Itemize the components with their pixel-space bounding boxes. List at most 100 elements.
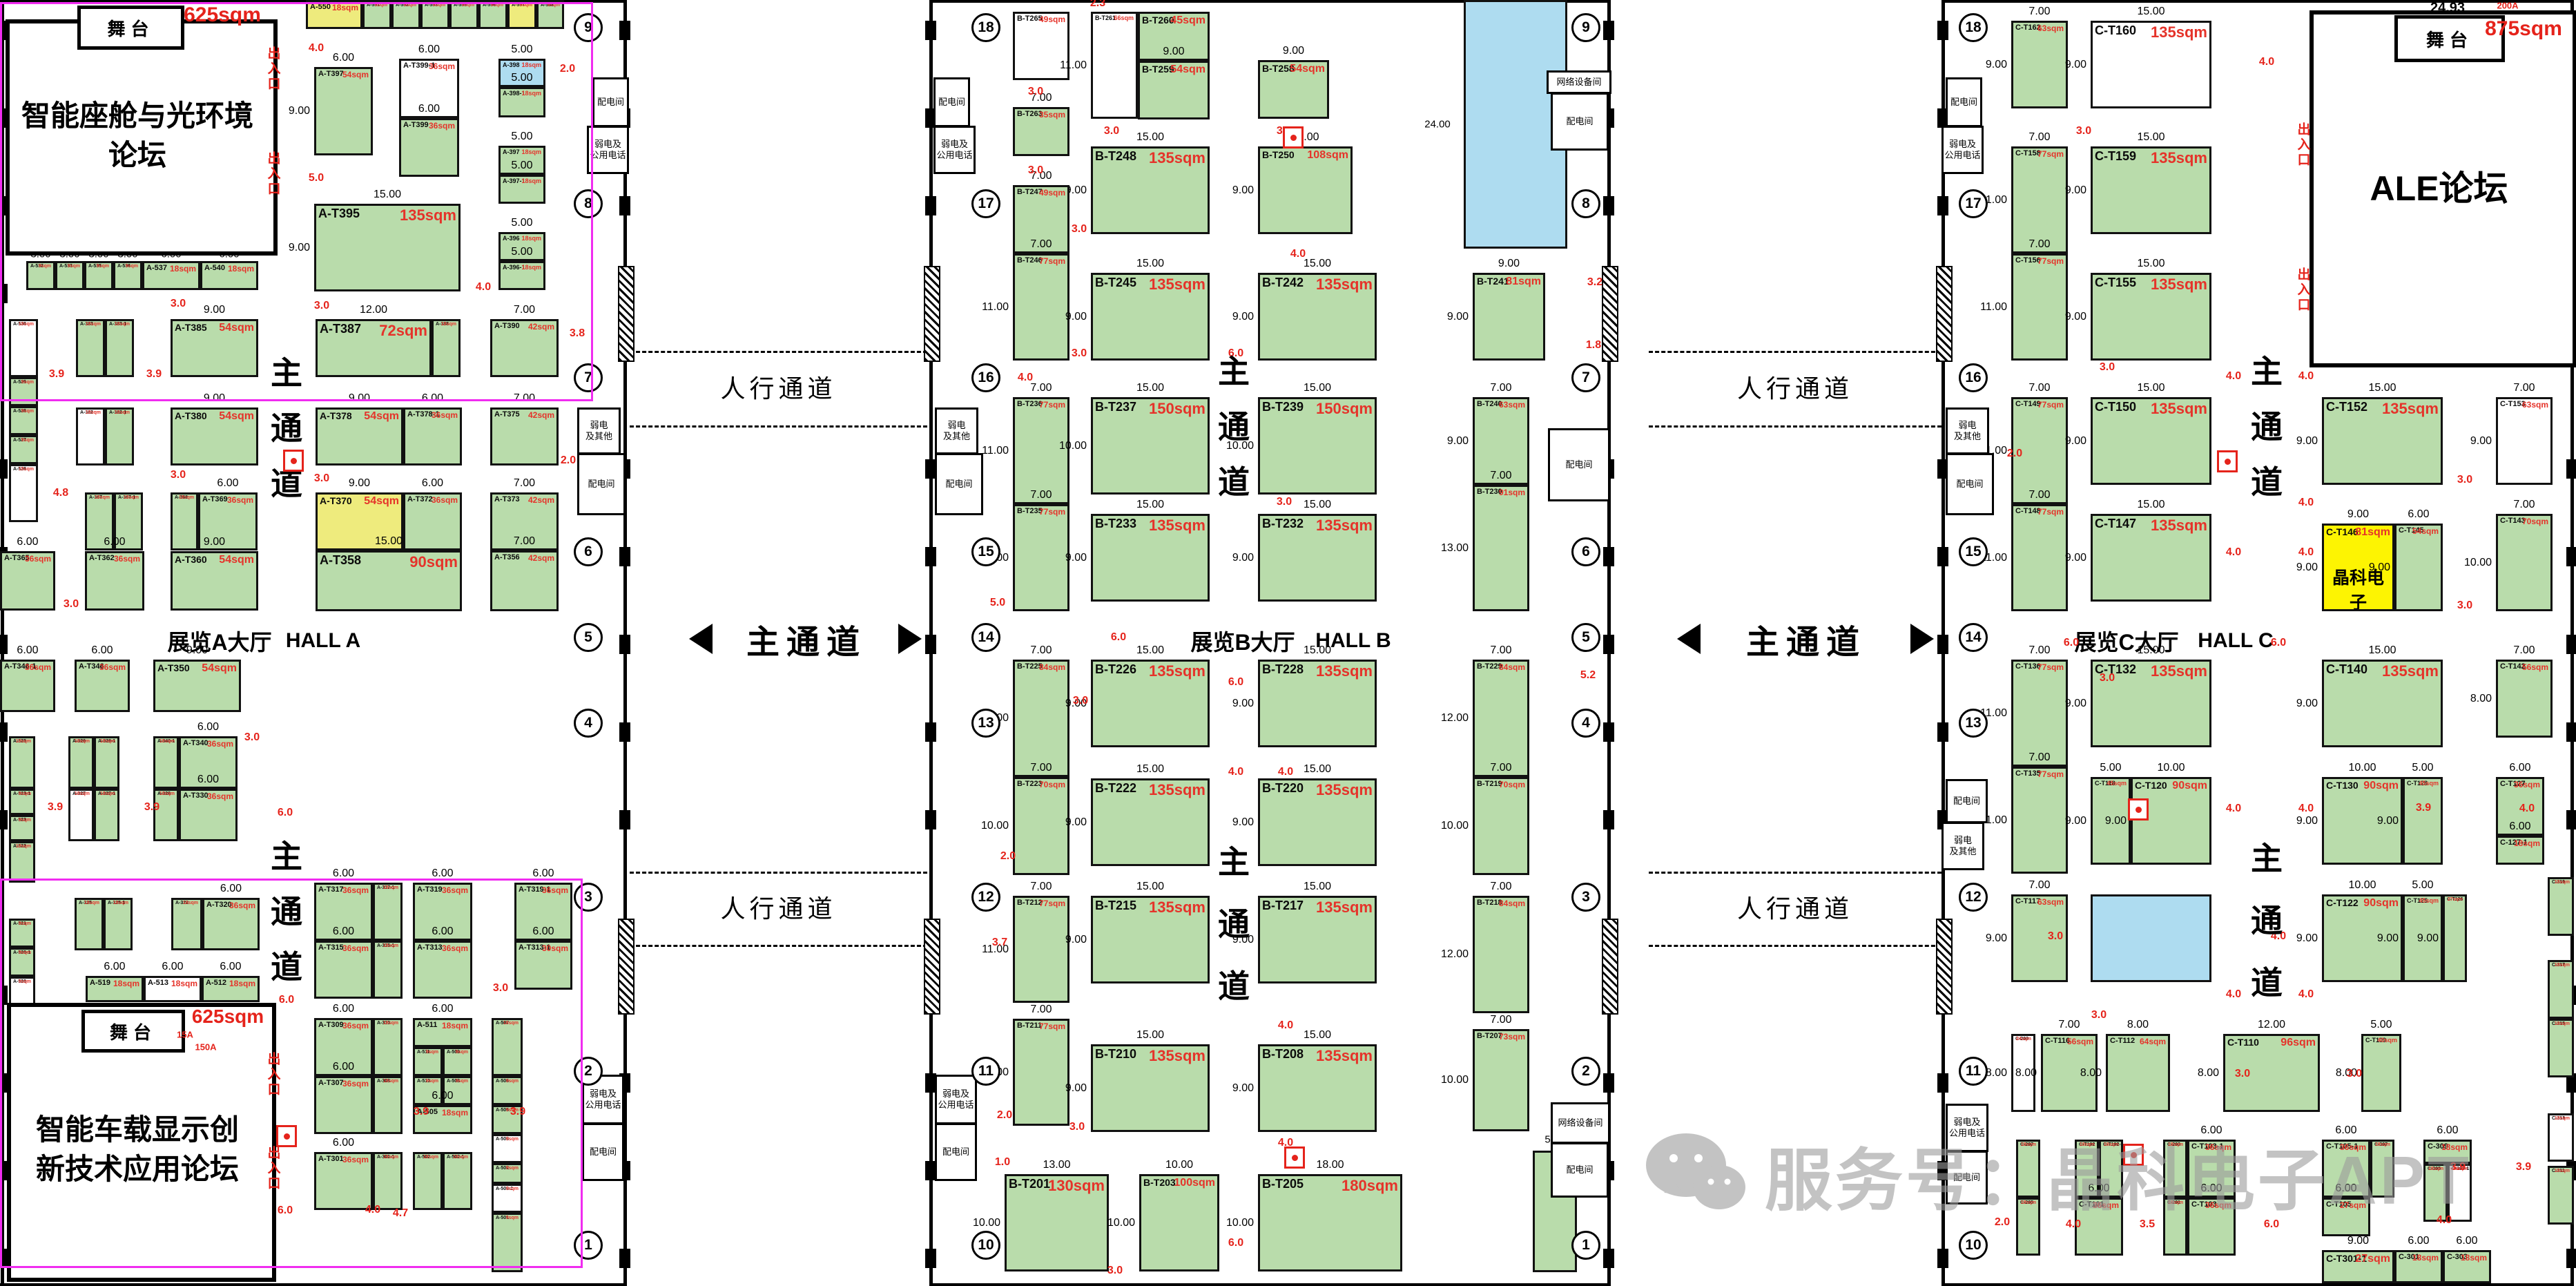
wall-pillar <box>925 459 936 479</box>
dimension-label: 9.00 <box>2470 434 2492 447</box>
dimension-label: 7.00 <box>1490 762 1512 774</box>
aisle-dimension: 4.0 <box>475 281 492 293</box>
dimension-label: 9.00 <box>2104 814 2127 827</box>
booth-id: B-T246 <box>1017 256 1043 265</box>
booth-area: 135sqm <box>1316 276 1373 293</box>
booth-id: A-T390 <box>494 322 520 330</box>
booth-id: B-T265 <box>1017 15 1043 23</box>
main-aisle-vertical-label: 主 <box>271 355 302 391</box>
aisle-dimension: 4.0 <box>2298 546 2314 558</box>
booth-area: 18sqm <box>382 1079 398 1084</box>
dimension-label: 7.00 <box>1030 881 1052 892</box>
booth-area: 150sqm <box>1149 400 1205 417</box>
booth-id: A-512 <box>206 979 226 987</box>
booth-area: 70sqm <box>1498 780 1525 789</box>
booth-id: C-203 <box>2167 1142 2181 1147</box>
booth-area: 54sqm <box>202 662 237 674</box>
booth-area: 135sqm <box>2382 662 2439 680</box>
utility-room: 配电间 <box>1946 779 1988 823</box>
corridor-node-9: 9 <box>574 13 603 42</box>
utility-room: 配电间 <box>592 77 629 127</box>
main-aisle-label: 主通道 <box>1745 624 1867 661</box>
booth-id: A-503 <box>496 1137 510 1142</box>
pedestrian-aisle-line <box>1649 351 1941 353</box>
aisle-dimension: 3.7 <box>991 937 1008 948</box>
booth-id: A-T313 <box>417 943 443 952</box>
booth-area: 42sqm <box>527 553 554 563</box>
pedestrian-aisle-label: 人行通道 <box>1736 374 1854 403</box>
stage: 舞台 <box>2394 15 2505 62</box>
dimension-label: 10.00 <box>1226 1216 1254 1229</box>
booth-area: 18sqm <box>2020 1142 2036 1147</box>
booth <box>2091 894 2211 982</box>
dimension-label: 9.00 <box>1446 434 1469 447</box>
dimension-label: 9.00 <box>2296 814 2318 827</box>
dimension-label: 11.00 <box>982 444 1009 457</box>
wall-pillar <box>619 21 630 40</box>
booth-area: 36sqm <box>342 943 369 953</box>
booth-id: A-328 <box>157 791 171 796</box>
main-aisle-arrow-right <box>898 624 922 654</box>
booth-area: 18sqm <box>441 1108 468 1117</box>
utility-room: 弱电 及其他 <box>577 407 621 454</box>
dimension-label: 8.00 <box>2015 1066 2037 1079</box>
dimension-label: 9.00 <box>1232 697 1254 709</box>
aisle-dimension: 3.9 <box>510 1106 526 1117</box>
dimension-label: 18.00 <box>1316 1159 1344 1171</box>
booth-area: 18sqm <box>113 979 139 988</box>
dimension-label: 15.00 <box>1136 644 1165 656</box>
booth-area: 72sqm <box>379 322 427 339</box>
corridor-node-7: 7 <box>1571 363 1600 392</box>
booth-id: C-T110 <box>2227 1037 2259 1048</box>
wall-pillar <box>619 810 630 829</box>
wall-pillar <box>0 722 8 742</box>
booth-id: C-205 <box>2020 1200 2034 1205</box>
booth-id: A-558 <box>541 3 554 8</box>
booth-id: A-530 <box>13 322 27 327</box>
booth-id: A-T378-1 <box>407 410 440 419</box>
booth-area: 36sqm <box>431 495 458 505</box>
dimension-label: 15.00 <box>1136 763 1165 775</box>
booth-id: C-T128 <box>2407 780 2428 787</box>
booth-id: B-T233 <box>1095 517 1137 530</box>
booth-area: 9sqm <box>18 950 31 955</box>
booth-id: B-T263 <box>1017 110 1043 118</box>
dimension-label: 9.00 <box>2417 932 2439 944</box>
booth-id: B-T210 <box>1095 1047 1137 1061</box>
booth-id: C-T301-1 <box>2326 1253 2367 1264</box>
main-aisle-arrow-left <box>1677 624 1701 654</box>
booth-id: C-T116 <box>2045 1037 2071 1045</box>
utility-room: 弱电及 公用电话 <box>933 126 976 174</box>
fire-hydrant-icon <box>2123 1144 2144 1166</box>
dimension-label: 7.00 <box>1030 170 1052 182</box>
booth-area: 81sqm <box>2355 526 2390 538</box>
booth-area: 9sqm <box>38 264 51 269</box>
booth-id: C-T143 <box>2500 517 2526 525</box>
booth-area: 130sqm <box>1048 1177 1105 1194</box>
utility-room: 弱电及 公用电话 <box>1941 126 1984 174</box>
aisle-dimension: 3.0 <box>1276 496 1292 508</box>
dimension-label: 9.00 <box>1232 551 1254 564</box>
main-aisle-vertical-label: 通 <box>271 410 302 446</box>
aisle-dimension: 3.0 <box>170 469 186 481</box>
